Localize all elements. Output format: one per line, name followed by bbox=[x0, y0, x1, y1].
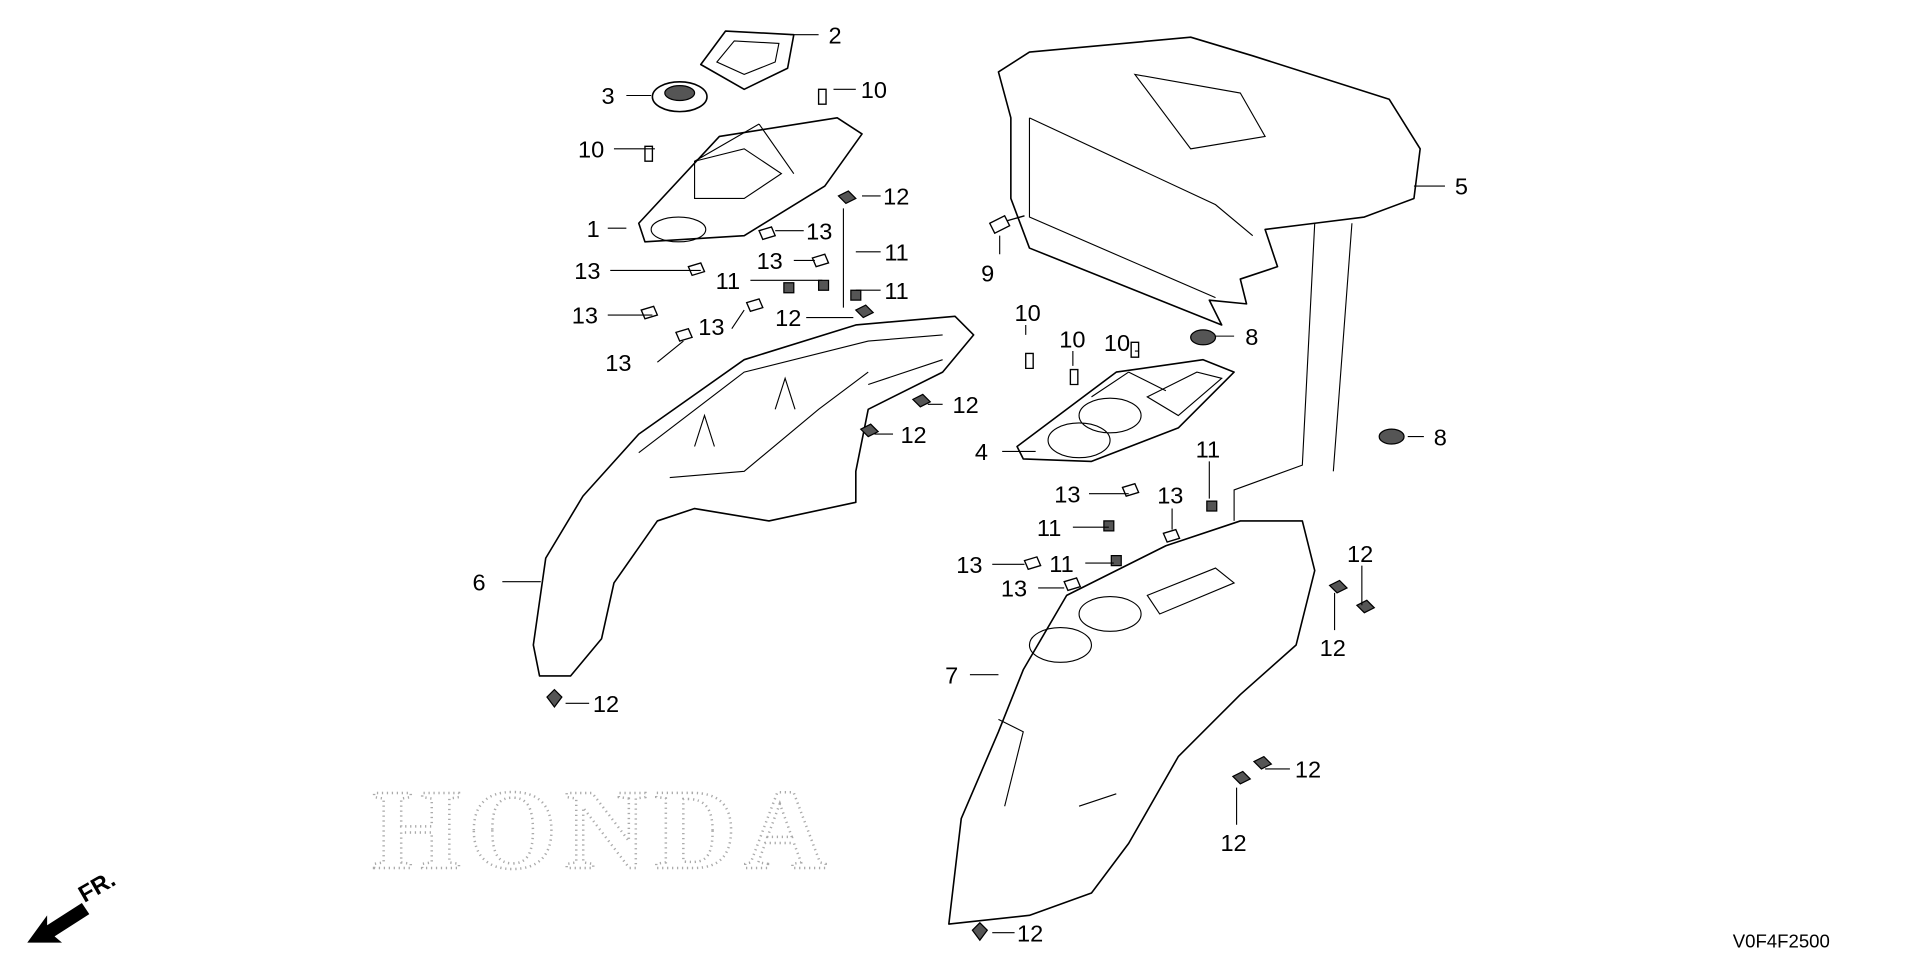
callout-10[interactable]: 10 bbox=[578, 137, 604, 163]
callout-9[interactable]: 9 bbox=[981, 261, 994, 287]
callout-12[interactable]: 12 bbox=[593, 691, 619, 717]
part-8-grommet[interactable] bbox=[1190, 329, 1217, 346]
callout-10[interactable]: 10 bbox=[1015, 300, 1041, 326]
callout-10[interactable]: 10 bbox=[1059, 326, 1085, 352]
callout-4[interactable]: 4 bbox=[975, 439, 988, 465]
callout-8[interactable]: 8 bbox=[1434, 424, 1447, 450]
callout-12[interactable]: 12 bbox=[900, 422, 926, 448]
part-2-bezel[interactable] bbox=[699, 30, 795, 91]
callout-12[interactable]: 12 bbox=[775, 305, 801, 331]
callout-11[interactable]: 11 bbox=[1037, 515, 1061, 541]
callout-11[interactable]: 11 bbox=[884, 239, 908, 265]
callout-12[interactable]: 12 bbox=[883, 184, 909, 210]
part-4-cup-holder-plate[interactable] bbox=[1016, 358, 1235, 463]
callout-11[interactable]: 11 bbox=[884, 278, 908, 304]
callout-13[interactable]: 13 bbox=[605, 350, 631, 376]
part-8-grommet[interactable] bbox=[1378, 428, 1405, 445]
callout-12[interactable]: 12 bbox=[1220, 830, 1246, 856]
callout-12[interactable]: 12 bbox=[953, 392, 979, 418]
diagram-code: V0F4F2500 bbox=[1733, 931, 1830, 952]
callout-10[interactable]: 10 bbox=[1104, 330, 1130, 356]
callout-12[interactable]: 12 bbox=[1017, 920, 1043, 946]
leader-lines bbox=[502, 34, 1445, 934]
callout-8[interactable]: 8 bbox=[1245, 324, 1258, 350]
callout-13[interactable]: 13 bbox=[1157, 483, 1183, 509]
front-direction-indicator: FR. bbox=[27, 866, 120, 943]
callout-3[interactable]: 3 bbox=[602, 83, 615, 109]
callout-labels: 2 3 10 10 12 5 1 13 9 13 11 13 11 11 12 … bbox=[473, 22, 1468, 946]
arrow-icon bbox=[27, 902, 90, 943]
callout-6[interactable]: 6 bbox=[473, 569, 486, 595]
honda-watermark: HONDA bbox=[372, 766, 834, 893]
part-3-knob[interactable] bbox=[651, 81, 708, 113]
callout-11[interactable]: 11 bbox=[1196, 437, 1220, 463]
callout-2[interactable]: 2 bbox=[829, 22, 842, 48]
callout-13[interactable]: 13 bbox=[1054, 481, 1080, 507]
callout-13[interactable]: 13 bbox=[572, 303, 598, 329]
part-7-rear-console[interactable] bbox=[948, 520, 1316, 925]
part-6-front-console[interactable] bbox=[532, 315, 975, 677]
callout-13[interactable]: 13 bbox=[757, 248, 783, 274]
callout-11[interactable]: 11 bbox=[1049, 551, 1073, 577]
front-label: FR. bbox=[74, 866, 120, 907]
callout-13[interactable]: 13 bbox=[806, 218, 832, 244]
callout-10[interactable]: 10 bbox=[861, 77, 887, 103]
callout-5[interactable]: 5 bbox=[1455, 174, 1468, 200]
callout-11[interactable]: 11 bbox=[716, 268, 740, 294]
part-9-screw[interactable] bbox=[988, 214, 1025, 235]
callout-12[interactable]: 12 bbox=[1295, 757, 1321, 783]
part-5-upper-cover[interactable] bbox=[997, 36, 1421, 521]
callout-13[interactable]: 13 bbox=[698, 314, 724, 340]
callout-7[interactable]: 7 bbox=[945, 662, 958, 688]
fasteners bbox=[546, 88, 1376, 942]
part-1-switch-panel[interactable] bbox=[637, 117, 863, 243]
callout-13[interactable]: 13 bbox=[1001, 576, 1027, 602]
callout-12[interactable]: 12 bbox=[1320, 635, 1346, 661]
callout-1[interactable]: 1 bbox=[587, 216, 600, 242]
callout-13[interactable]: 13 bbox=[956, 552, 982, 578]
callout-12[interactable]: 12 bbox=[1347, 541, 1373, 567]
callout-13[interactable]: 13 bbox=[574, 258, 600, 284]
